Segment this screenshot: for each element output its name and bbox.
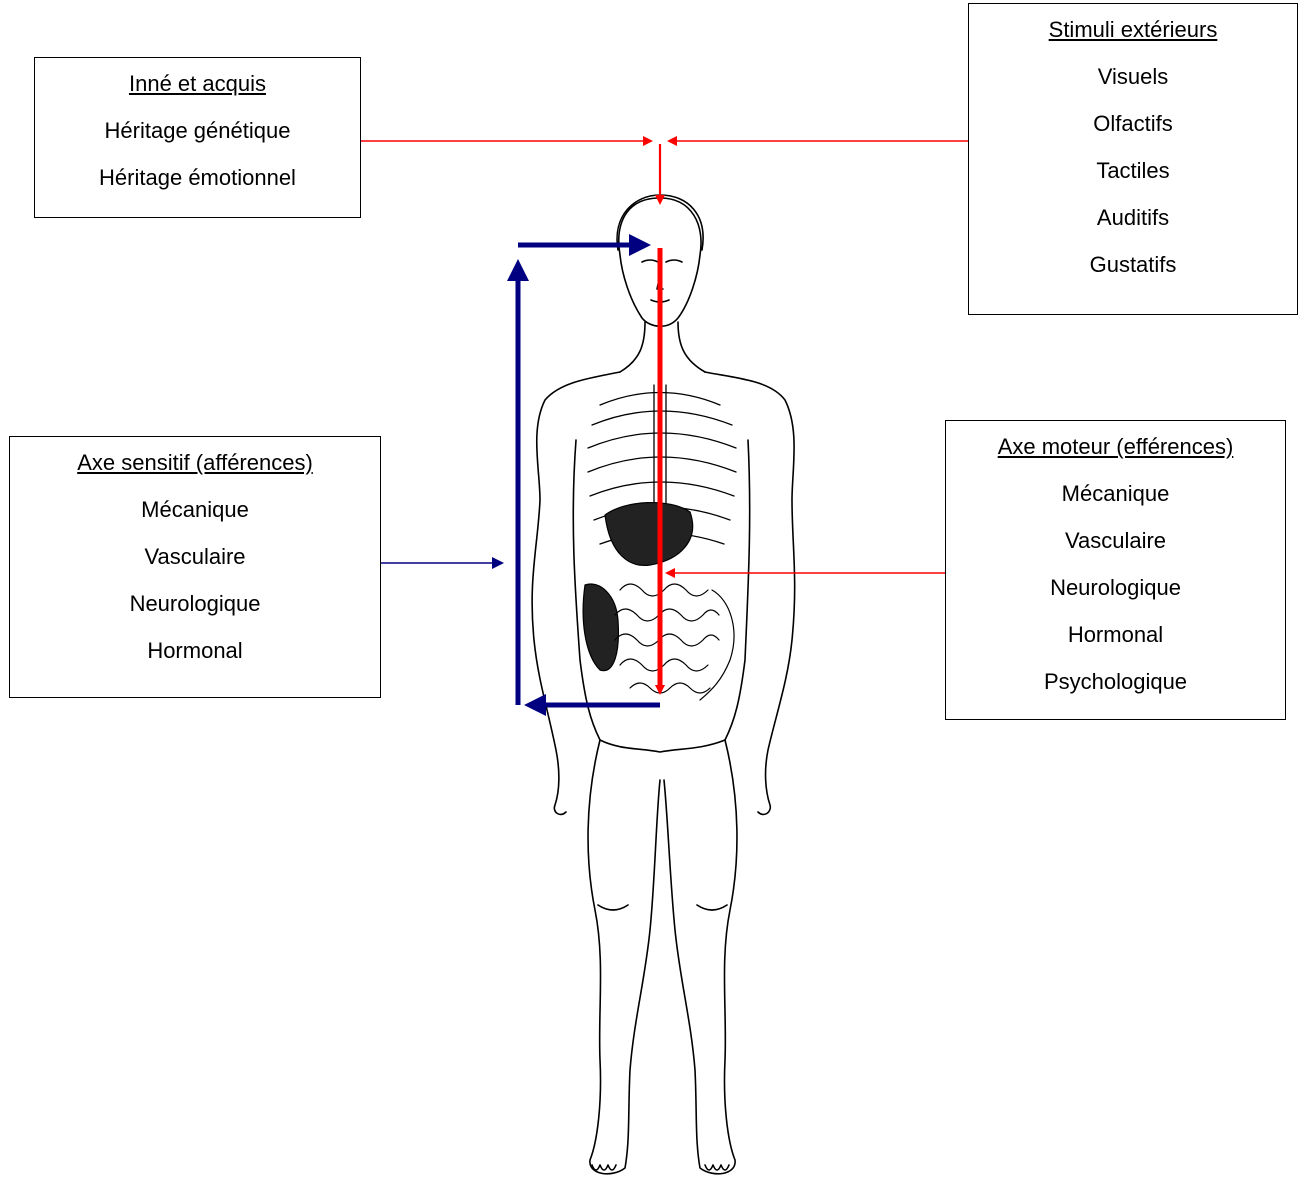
innate-title: Inné et acquis: [35, 60, 360, 107]
intestines: [615, 584, 734, 700]
innate-line-2: Héritage émotionnel: [35, 154, 360, 201]
torso-right-outline: [725, 440, 750, 740]
stimuli-line-4: Auditifs: [969, 194, 1297, 241]
left-leg-outline: [588, 740, 660, 1174]
stimuli-line-3: Tactiles: [969, 147, 1297, 194]
innate-acquired-box: Inné et acquis Héritage génétique Hérita…: [34, 57, 361, 218]
motor-line-2: Vasculaire: [946, 517, 1285, 564]
stimuli-line-5: Gustatifs: [969, 241, 1297, 288]
liver-organ: [605, 503, 693, 566]
sensory-line-3: Neurologique: [10, 580, 380, 627]
innate-line-1: Héritage génétique: [35, 107, 360, 154]
sensory-line-2: Vasculaire: [10, 533, 380, 580]
right-arm-outline: [705, 372, 795, 814]
motor-line-1: Mécanique: [946, 470, 1285, 517]
efferent-arrows: [361, 141, 968, 690]
motor-line-4: Hormonal: [946, 611, 1285, 658]
motor-title: Axe moteur (efférences): [946, 423, 1285, 470]
stimuli-line-2: Olfactifs: [969, 100, 1297, 147]
motor-line-3: Neurologique: [946, 564, 1285, 611]
sensory-line-4: Hormonal: [10, 627, 380, 674]
sensory-title: Axe sensitif (afférences): [10, 439, 380, 486]
human-body-figure: [532, 195, 795, 1174]
colon-left-organ: [583, 584, 618, 671]
right-leg-outline: [664, 740, 737, 1174]
sensory-line-1: Mécanique: [10, 486, 380, 533]
stimuli-line-1: Visuels: [969, 53, 1297, 100]
stimuli-title: Stimuli extérieurs: [969, 6, 1297, 53]
motor-line-5: Psychologique: [946, 658, 1285, 705]
motor-axis-box: Axe moteur (efférences) Mécanique Vascul…: [945, 420, 1286, 720]
pelvis-outline: [600, 740, 725, 752]
hair-outline: [617, 195, 703, 250]
external-stimuli-box: Stimuli extérieurs Visuels Olfactifs Tac…: [968, 3, 1298, 315]
sensory-axis-box: Axe sensitif (afférences) Mécanique Vasc…: [9, 436, 381, 698]
